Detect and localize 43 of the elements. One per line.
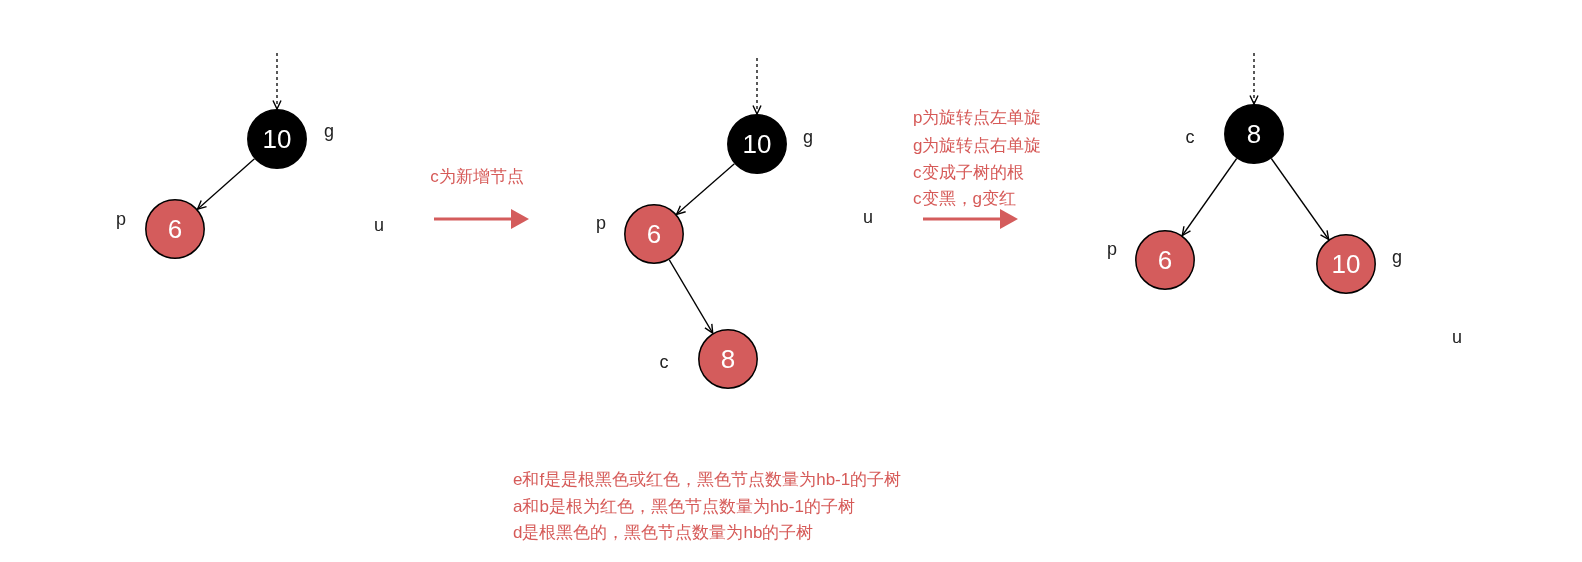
tree-node bbox=[727, 114, 787, 174]
node-value: 8 bbox=[720, 346, 736, 372]
tree-node bbox=[698, 329, 758, 389]
node-tag: c bbox=[1185, 128, 1195, 146]
node-tag: p bbox=[1107, 240, 1117, 258]
note-text: g为旋转点右单旋 bbox=[913, 136, 1042, 156]
note-text: p为旋转点左单旋 bbox=[913, 108, 1042, 128]
dashed-arrow bbox=[272, 52, 282, 110]
letter-label: u bbox=[374, 216, 384, 236]
note-text: d是根黑色的，黑色节点数量为hb的子树 bbox=[513, 523, 814, 543]
node-value: 10 bbox=[742, 131, 772, 157]
note-text: e和f是是根黑色或红色，黑色节点数量为hb-1的子树 bbox=[513, 470, 902, 490]
node-tag: p bbox=[596, 214, 606, 232]
letter-label: u bbox=[1452, 328, 1462, 348]
tree-node bbox=[145, 199, 205, 259]
node-value: 8 bbox=[1246, 121, 1262, 147]
note-text: a和b是根为红色，黑色节点数量为hb-1的子树 bbox=[513, 497, 855, 517]
arrow bbox=[1270, 157, 1330, 241]
arrow bbox=[1181, 157, 1238, 237]
node-tag: p bbox=[116, 210, 126, 228]
dashed-arrow bbox=[1249, 52, 1259, 105]
node-value: 10 bbox=[262, 126, 292, 152]
dashed-arrow bbox=[752, 57, 762, 115]
tree-node bbox=[247, 109, 307, 169]
node-value: 6 bbox=[1157, 247, 1173, 273]
node-tag: c bbox=[659, 353, 669, 371]
note-text: c变黑，g变红 bbox=[913, 189, 1016, 209]
arrow bbox=[675, 163, 736, 215]
arrow bbox=[196, 158, 256, 210]
tree-node bbox=[624, 204, 684, 264]
node-tag: g bbox=[803, 128, 813, 146]
node-value: 6 bbox=[167, 216, 183, 242]
node-tag: g bbox=[1392, 248, 1402, 266]
tree-node bbox=[1316, 234, 1376, 294]
tree-node bbox=[1224, 104, 1284, 164]
letter-label: u bbox=[863, 208, 873, 228]
note-text: c为新增节点 bbox=[430, 167, 524, 187]
node-value: 10 bbox=[1331, 251, 1361, 277]
note-text: c变成子树的根 bbox=[913, 163, 1024, 183]
node-value: 6 bbox=[646, 221, 662, 247]
node-tag: g bbox=[324, 122, 334, 140]
tree-node bbox=[1135, 230, 1195, 290]
arrow bbox=[668, 259, 714, 334]
